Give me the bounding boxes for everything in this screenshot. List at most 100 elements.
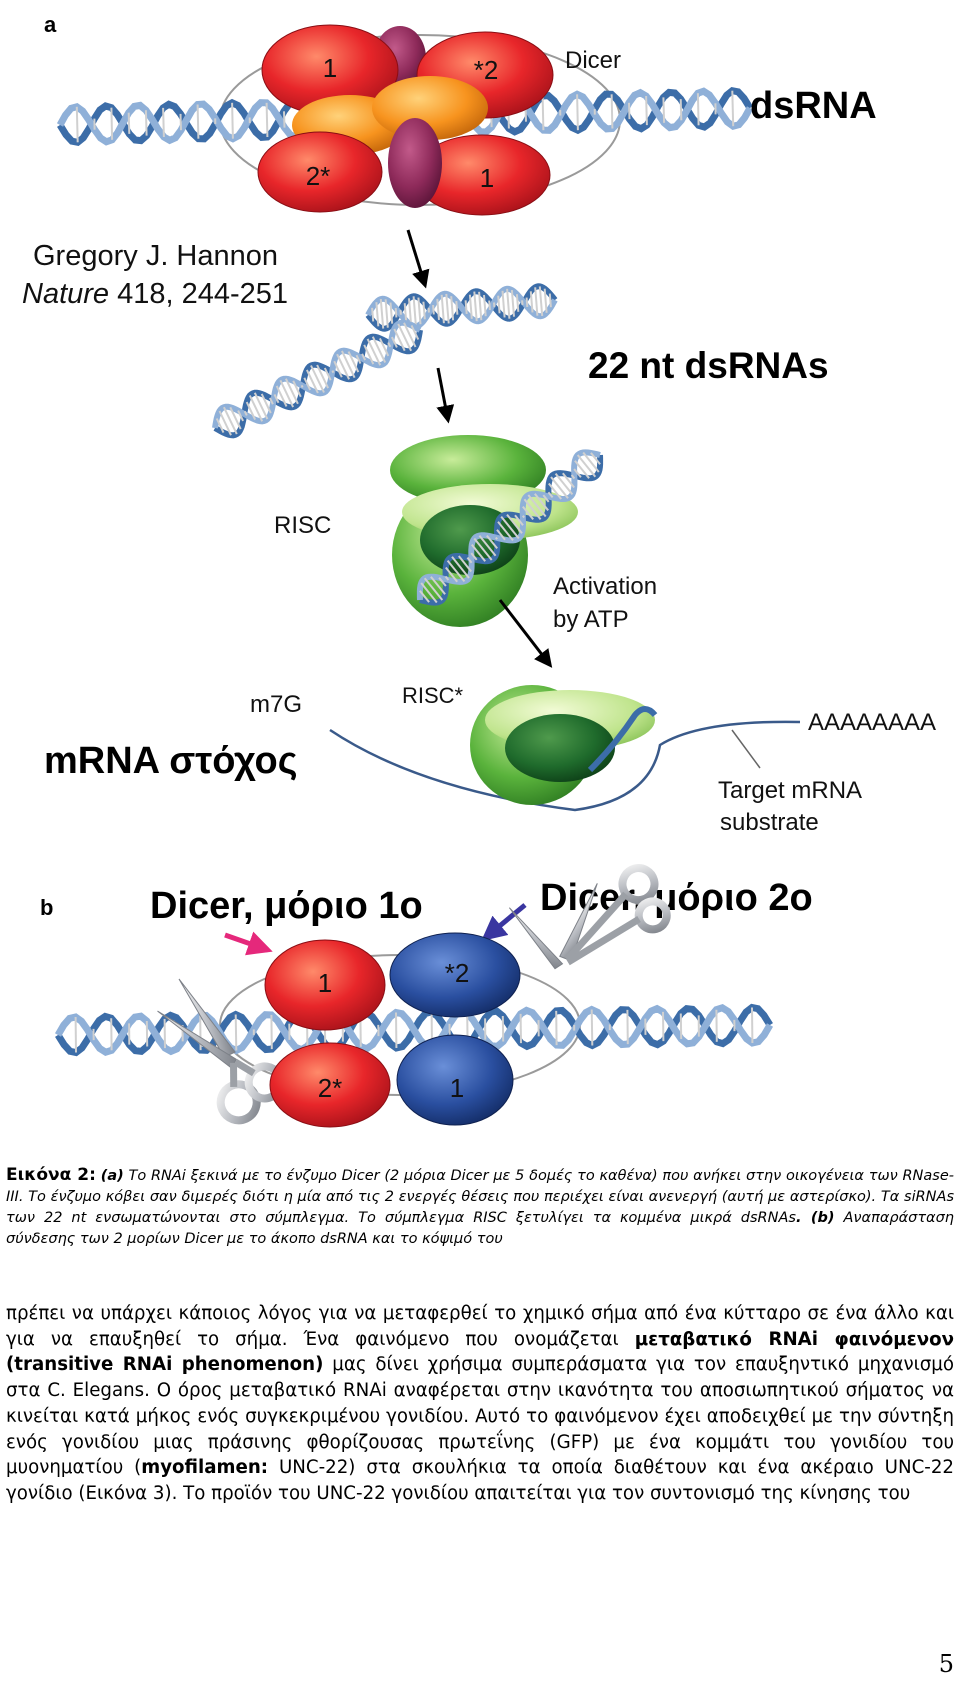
dicer-b-subunit-1-top <box>264 939 386 1031</box>
helix-base-pair <box>231 102 234 139</box>
helix-base-pair <box>331 370 335 374</box>
activation-line1: Activation <box>553 573 657 600</box>
caption-label: Εικόνα 2: <box>6 1165 96 1185</box>
helix-base-pair <box>478 534 497 557</box>
helix-base-pair <box>550 476 569 499</box>
helix-base-pair <box>336 353 351 380</box>
helix-base-pair <box>75 106 79 143</box>
helix-base-pair <box>576 94 579 131</box>
helix-base-pair <box>379 299 385 329</box>
subunit-label-a-2: *2 <box>474 55 499 85</box>
arrow-dicer-to-sirna <box>406 229 430 289</box>
helix-base-pair <box>355 354 362 365</box>
dicer-orange-right <box>372 76 488 140</box>
helix-base-pair <box>473 537 493 561</box>
dsrna-label: dsRNA <box>750 85 877 127</box>
helix-base-pair <box>628 102 631 120</box>
helix-base-pair <box>446 559 466 583</box>
subunit-label-a-3: 2* <box>306 161 331 191</box>
figure-caption: Εικόνα 2: (a) Το RNAi ξεκινά με το ένζυμ… <box>6 1165 954 1250</box>
helix-base-pair <box>243 410 248 416</box>
helix-base-pair <box>523 498 542 521</box>
figure-rnai-dicer: a 1 *2 2* 1 Dicer dsRNA Gregory J. Hanno… <box>22 12 936 1128</box>
helix-base-pair <box>486 534 498 550</box>
dicer1-label: Dicer, μόριο 1ο <box>150 885 423 927</box>
helix-base-pair <box>422 301 426 320</box>
helix-base-pair <box>522 515 525 519</box>
body-p1-start: πρέπει να υπάρχει κάποιος λόγος για να μ… <box>6 1303 954 1350</box>
body-p1-bold-myofilamen: myofilamen: <box>141 1457 269 1479</box>
helix-base-pair <box>548 293 552 308</box>
helix-base-pair <box>576 454 597 478</box>
helix-base-pair <box>196 104 200 139</box>
helix-base-pair <box>393 328 406 352</box>
helix-base-pair <box>582 451 600 473</box>
helix-base-pair <box>245 401 257 421</box>
helix-base-pair <box>371 307 375 322</box>
risc-label: RISC <box>274 512 331 539</box>
helix-base-pair <box>432 305 435 315</box>
helix-base-pair <box>316 364 330 389</box>
helix-base-pair <box>436 298 440 320</box>
helix-base-pair <box>268 397 274 405</box>
caption-b-marker: . (b) <box>795 1210 835 1226</box>
helix-base-pair <box>366 338 382 366</box>
citation: Nature 418, 244-251 <box>22 278 288 310</box>
helix-base-pair <box>375 302 380 327</box>
helix-base-pair <box>419 590 430 603</box>
helix-base-pair <box>541 95 545 131</box>
helix-base-pair <box>466 556 473 564</box>
dicer-subunit-2star-bottom <box>257 131 383 213</box>
helix-base-pair <box>610 94 614 129</box>
helix-base-pair <box>423 577 444 601</box>
helix-base-pair <box>506 513 523 534</box>
risc-star-complex <box>470 685 658 805</box>
polya-label: AAAAAAAA <box>808 709 936 736</box>
helix-base-pair <box>458 555 472 573</box>
dsrna-helix-b <box>54 1003 774 1057</box>
helix-base-pair <box>548 482 562 500</box>
helix-base-pair <box>110 107 114 140</box>
arrow-risc-to-risc-star <box>498 599 553 668</box>
mrna-strand <box>329 720 801 812</box>
helix-base-pair <box>260 393 272 414</box>
helix-base-pair <box>478 291 483 321</box>
helix-base-pair <box>497 521 514 542</box>
helix-base-pair <box>417 297 422 325</box>
helix-base-pair <box>378 337 390 357</box>
helix-base-pair <box>361 353 367 361</box>
helix-base-pair <box>542 494 550 503</box>
helix-base-pair <box>397 323 413 352</box>
helix-base-pair <box>333 360 343 378</box>
helix-base-pair <box>265 102 269 138</box>
arrow-sirna-to-risc <box>436 367 455 424</box>
helix-base-pair <box>538 286 544 316</box>
helix-base-pair <box>445 566 458 583</box>
body-p1-bold-term: μεταβατικό RNAi φαινόμενον (transitive R… <box>6 1328 954 1376</box>
caption-a-marker: (a) <box>100 1168 124 1184</box>
risc-star-dark-core <box>505 714 615 782</box>
helix-base-pair <box>248 395 264 422</box>
helix-base-pair <box>144 110 148 136</box>
arrow-dicer2 <box>481 903 527 942</box>
mrna-target-label: mRNA στόχος <box>44 740 298 782</box>
subunit-label-b-3: 2* <box>318 1073 343 1103</box>
citation-author: Gregory J. Hannon <box>33 240 278 272</box>
helix-base-pair <box>529 291 534 313</box>
subunit-label-a-1: 1 <box>323 53 337 83</box>
helix-base-pair <box>444 575 450 581</box>
helix-base-pair <box>522 505 534 521</box>
citation-ref: 418, 244-251 <box>109 278 288 310</box>
helix-base-pair <box>179 113 182 131</box>
helix-base-pair <box>468 294 473 319</box>
helix-base-pair <box>470 552 478 561</box>
helix-base-pair <box>574 460 590 479</box>
helix-base-pair <box>420 582 438 604</box>
helix-base-pair <box>473 291 478 322</box>
target-line2: substrate <box>720 809 819 836</box>
dicer-b-subunit-2star-top <box>389 932 521 1018</box>
helix-base-pair <box>543 288 548 313</box>
helix-base-pair <box>237 410 244 422</box>
helix-base-pair <box>496 529 506 541</box>
dicer-b-subunit-1-bottom <box>396 1034 514 1126</box>
